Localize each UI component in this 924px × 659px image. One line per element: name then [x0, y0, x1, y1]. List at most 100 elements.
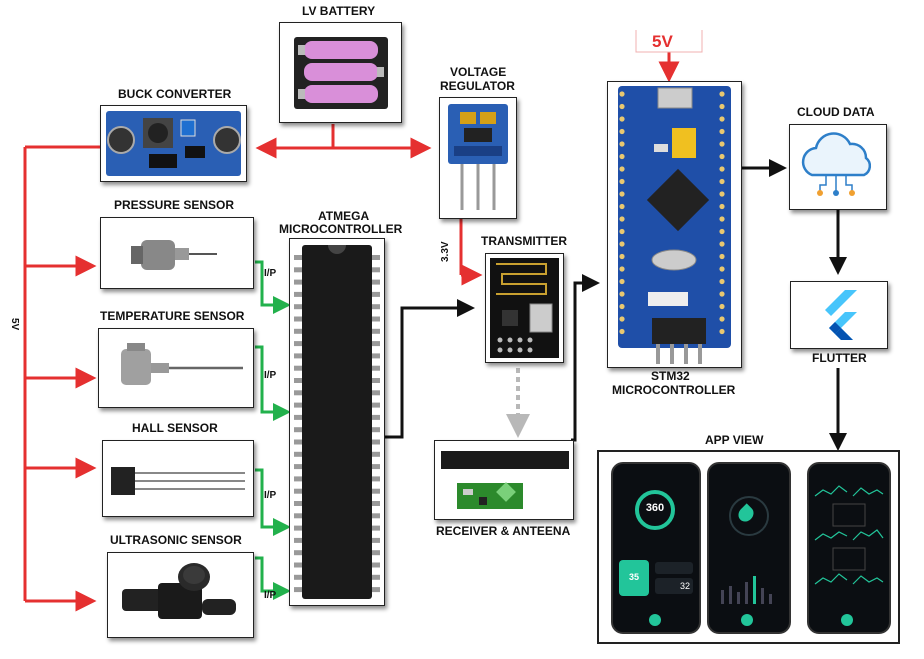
chip-pin [372, 537, 380, 543]
header-pin [619, 203, 625, 210]
flutter-logo-icon [825, 290, 857, 340]
ultrasonic-sensor-title: ULTRASONIC SENSOR [110, 533, 242, 547]
header-pin [719, 203, 725, 210]
battery-pack-icon [294, 37, 388, 109]
chip-pin [294, 304, 302, 310]
temperature-sensor-icon [121, 343, 243, 385]
chip-pin [372, 562, 380, 568]
hall-sensor-icon [111, 467, 245, 495]
header-pin [619, 153, 625, 160]
nav-center-button-2[interactable] [741, 614, 753, 626]
speed-gauge [635, 490, 675, 530]
buck-converter-title: BUCK CONVERTER [118, 87, 232, 101]
three-volt-label: 3.3V [440, 241, 451, 262]
pressure-sensor-icon [131, 240, 217, 270]
stm32-title-line2: MICROCONTROLLER [612, 383, 736, 397]
pressure-sensor-title: PRESSURE SENSOR [114, 198, 235, 212]
header-pin [619, 291, 625, 297]
chip-pin [372, 525, 380, 531]
transmitter-module-icon [490, 258, 559, 358]
chip-pin [294, 439, 302, 445]
chip-pin [372, 501, 380, 506]
header-pin [619, 228, 625, 235]
chip-pin [294, 267, 302, 273]
buck-converter [100, 105, 247, 182]
chip-pin [372, 451, 380, 457]
chip-pin [372, 513, 380, 519]
chip-pin [372, 574, 380, 580]
chip-pin [294, 279, 302, 285]
app-view-title: APP VIEW [705, 433, 764, 447]
chip-pin [372, 255, 380, 260]
input-label-pressure: I/P [264, 268, 277, 279]
header-pin [619, 128, 625, 135]
chip-pin [372, 414, 380, 420]
header-pin [719, 253, 725, 260]
cloud-icon [801, 132, 872, 196]
header-pin [619, 253, 625, 260]
chip-pin [294, 525, 302, 531]
header-pin [719, 278, 725, 285]
header-pin [719, 191, 725, 197]
header-pin [619, 103, 625, 110]
phone-screen-statistics [707, 462, 791, 634]
power-bus [23, 52, 680, 612]
chip-pin [294, 488, 302, 494]
chip-pin [294, 390, 302, 396]
chip-pin [372, 353, 380, 359]
chip-pin [294, 378, 302, 383]
chip-pin [372, 488, 380, 494]
chip-pin [294, 414, 302, 420]
chip-pin [294, 427, 302, 433]
five-volt-input-label: 5V [652, 32, 673, 51]
chip-pin [294, 341, 302, 347]
chip-pin [372, 402, 380, 408]
lv-battery-title: LV BATTERY [302, 4, 376, 18]
transmitter-title: TRANSMITTER [481, 234, 567, 248]
header-pin [719, 328, 725, 335]
buck-board-icon [106, 111, 241, 176]
header-pin [719, 216, 725, 222]
header-pin [719, 316, 725, 322]
header-pin [619, 266, 625, 272]
input-label-ultrasonic: I/P [264, 590, 277, 601]
chip-pin [372, 587, 380, 593]
header-pin [719, 291, 725, 297]
header-pin [619, 216, 625, 222]
header-pin [719, 166, 725, 172]
regulator-board-icon [448, 104, 508, 210]
nav-center-button-3[interactable] [841, 614, 853, 626]
chip-pin [294, 562, 302, 568]
receiver-title: RECEIVER & ANTEENA [436, 524, 571, 538]
atmega-chip-icon [294, 245, 380, 599]
header-pin [619, 191, 625, 197]
header-pin [619, 141, 625, 147]
chip-pin [372, 464, 380, 470]
header-pin [619, 303, 625, 310]
pressure-sensor [100, 217, 254, 289]
temperature-sensor-title: TEMPERATURE SENSOR [100, 309, 245, 323]
input-label-temperature: I/P [264, 370, 277, 381]
chip-pin [294, 402, 302, 408]
header-pin [719, 266, 725, 272]
input-label-hall: I/P [264, 490, 277, 501]
header-pin [619, 91, 625, 97]
cloud-data [789, 124, 887, 210]
phone-screen-dashboard: 360 35 32 [611, 462, 701, 634]
stm32-microcontroller [607, 81, 742, 368]
hall-sensor [102, 440, 254, 517]
header-pin [619, 166, 625, 172]
chip-pin [294, 353, 302, 359]
header-pin [719, 128, 725, 135]
header-pin [719, 91, 725, 97]
stm32-board-icon [618, 86, 731, 364]
header-pin [619, 328, 625, 335]
chip-pin [372, 328, 380, 334]
chip-pin [294, 574, 302, 580]
atmega-title-line1: ATMEGA [318, 209, 370, 223]
chip-pin [372, 476, 380, 482]
battery-card-value: 35 [628, 572, 639, 582]
stats-bar-chart [721, 576, 772, 604]
header-pin [619, 278, 625, 285]
nav-center-button[interactable] [649, 614, 661, 626]
